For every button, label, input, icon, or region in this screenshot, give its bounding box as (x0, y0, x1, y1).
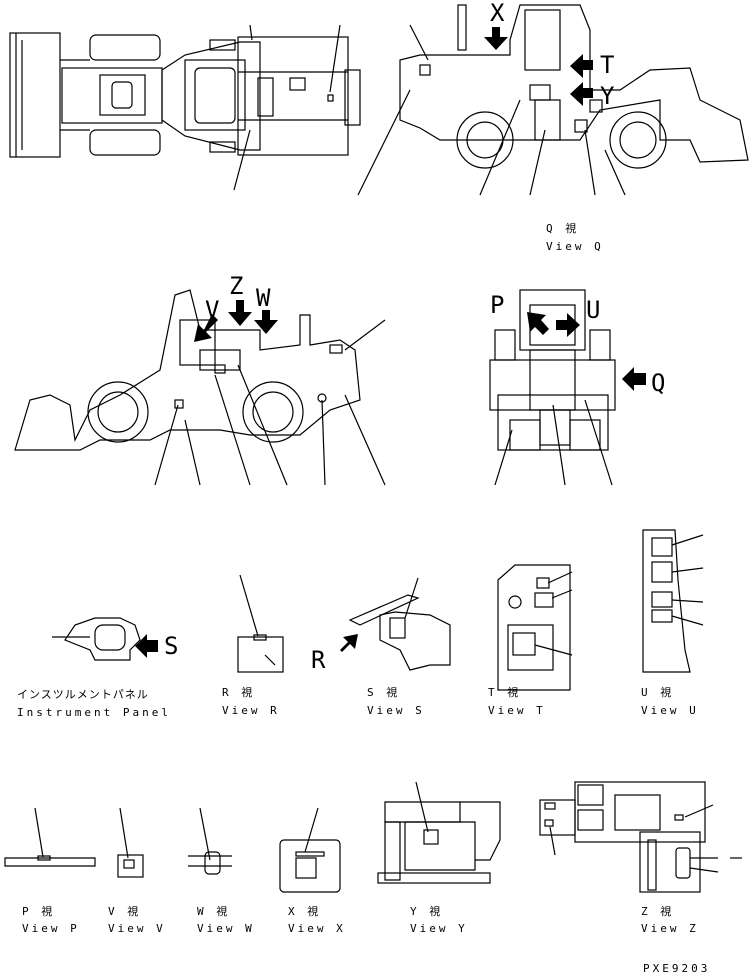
caption-view-x-en: View X (288, 922, 346, 935)
view-x-drawing (279, 807, 341, 893)
arrow-label-y: Y (600, 82, 615, 110)
caption-view-y-en: View Y (410, 922, 468, 935)
loader-right-side-view (357, 4, 749, 196)
caption-view-u-en: View U (641, 704, 699, 717)
arrow-label-x: X (490, 0, 505, 27)
view-u-drawing (642, 529, 704, 673)
caption-view-q-en: View Q (546, 240, 604, 253)
view-v-drawing (117, 807, 144, 878)
arrow-label-u: U (586, 296, 601, 324)
arrow-label-p: P (490, 291, 505, 319)
caption-view-s-jp: S 視 (367, 686, 401, 699)
arrow-z (228, 300, 252, 326)
view-y-drawing (377, 781, 501, 884)
caption-view-w-jp: W 視 (197, 905, 231, 918)
caption-view-p-jp: P 視 (22, 905, 56, 918)
view-t-drawing (497, 564, 573, 691)
caption-view-s-en: View S (367, 704, 425, 717)
arrow-label-w: W (256, 284, 271, 312)
caption-view-x-jp: X 視 (288, 905, 322, 918)
instrument-panel-drawing (52, 617, 141, 661)
loader-top-view (9, 24, 361, 191)
arrow-x (484, 27, 508, 50)
view-s-drawing (348, 577, 451, 671)
view-p-drawing (4, 807, 96, 867)
arrow-v (194, 314, 218, 342)
caption-view-y-jp: Y 視 (410, 905, 444, 918)
arrow-label-z: Z (229, 272, 244, 300)
caption-view-z-jp: Z 視 (641, 905, 675, 918)
arrow-u (556, 313, 580, 337)
arrow-t (570, 54, 593, 78)
arrow-s (135, 634, 158, 658)
caption-view-t-jp: T 視 (488, 686, 522, 699)
caption-view-z-en: View Z (641, 922, 699, 935)
caption-instrument-panel-jp: インスツルメントパネル (17, 688, 149, 701)
caption-view-r-jp: R 視 (222, 686, 256, 699)
view-arrows (135, 27, 646, 658)
caption-view-p-en: View P (22, 922, 80, 935)
arrow-y (570, 82, 593, 106)
caption-view-t-en: View T (488, 704, 546, 717)
caption-view-r-en: View R (222, 704, 280, 717)
arrow-q (622, 367, 646, 391)
arrow-r (340, 634, 358, 652)
view-z-drawing (539, 781, 742, 893)
view-w-drawing (188, 807, 232, 875)
caption-view-q-jp: Q 視 (546, 222, 580, 235)
loader-rear-view (489, 289, 616, 486)
caption-view-u-jp: U 視 (641, 686, 675, 699)
arrow-label-r: R (311, 646, 326, 674)
caption-view-v-en: View V (108, 922, 166, 935)
arrow-label-v: V (205, 296, 220, 324)
arrow-w (254, 310, 278, 334)
caption-view-w-en: View W (197, 922, 255, 935)
loader-left-side-view (14, 289, 386, 486)
arrow-label-q: Q (651, 369, 666, 397)
arrow-label-s: S (164, 632, 179, 660)
caption-instrument-panel-en: Instrument Panel (17, 706, 171, 719)
arrow-p (527, 312, 549, 335)
caption-view-v-jp: V 視 (108, 905, 142, 918)
view-r-drawing (237, 574, 284, 673)
arrow-label-t: T (600, 51, 615, 79)
drawing-code: PXE9203 (643, 962, 711, 975)
